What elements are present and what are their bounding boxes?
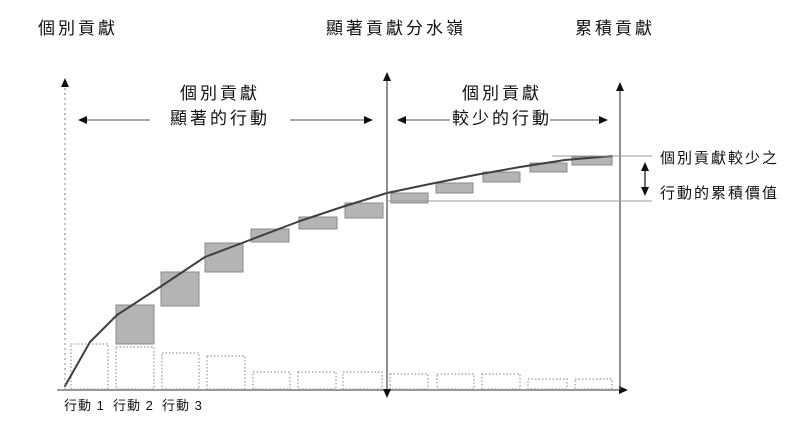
cumulative-contribution-curve [64,155,613,387]
individual-contribution-bar [574,378,613,390]
individual-contribution-bar [527,378,568,390]
individual-contribution-bar [206,355,246,390]
contribution-step-box [482,171,521,183]
axis-title-individual-contribution: 個別貢獻 [38,19,118,38]
individual-contribution-bar [436,373,475,390]
individual-contribution-bar [342,371,383,390]
right-region-label-line2: 較少的行動 [452,109,552,128]
right-region-label-line1: 個別貢獻 [462,84,542,103]
left-region-label-line2: 顯著的行動 [170,109,270,128]
contribution-step-box [250,228,290,243]
axis-title-cumulative-contribution: 累積貢獻 [575,19,655,38]
individual-contribution-bar [481,373,521,390]
contribution-step-box [298,216,338,230]
x-axis-label-action-2: 行動 2 [113,398,154,413]
axis-title-significant-contribution-watershed: 顯著貢獻分水嶺 [326,19,466,38]
x-axis-label-action-3: 行動 3 [162,398,203,413]
left-region-label-line1: 個別貢獻 [180,84,260,103]
individual-contribution-bar [115,346,155,390]
annotation-label-line1: 個別貢獻較少之 [660,150,780,167]
x-axis-label-action-1: 行動 1 [64,398,105,413]
individual-contribution-bar [389,373,429,390]
individual-contribution-bar [297,371,337,390]
contribution-step-box [204,242,244,273]
annotation-label-line2: 行動的累積價值 [660,185,780,202]
contribution-step-box [390,192,429,204]
individual-contribution-bar [252,371,291,390]
contribution-step-box [160,271,200,307]
individual-contribution-bar [161,352,200,390]
contribution-step-box [435,182,474,194]
